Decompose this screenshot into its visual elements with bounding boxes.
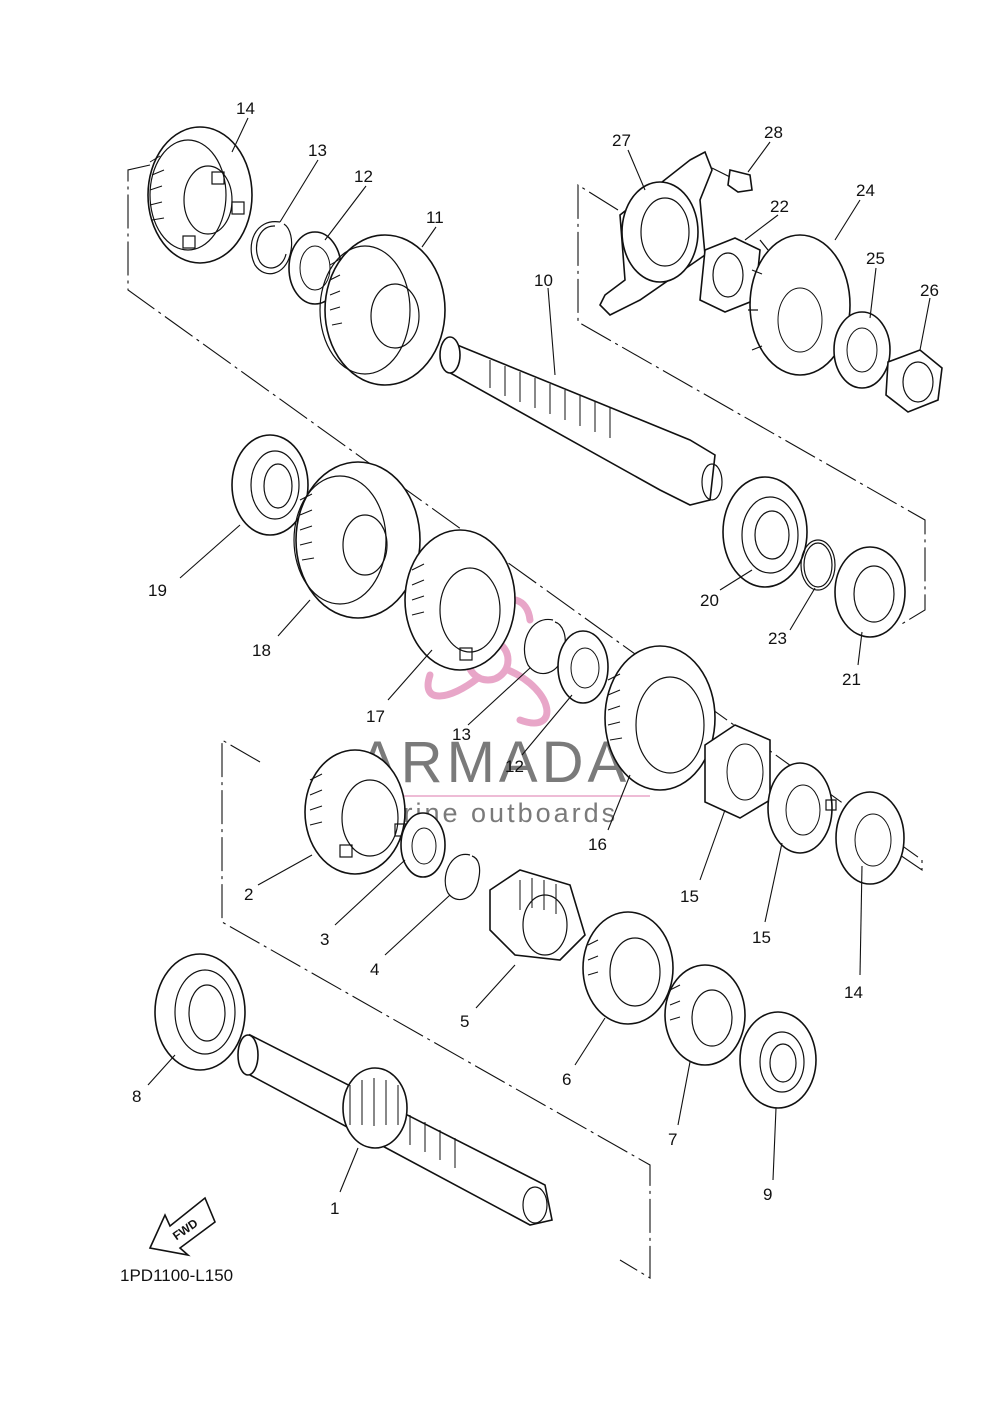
part-30-bolt bbox=[711, 167, 753, 193]
leader-lines bbox=[147, 117, 931, 1193]
callout-19: 17 bbox=[366, 707, 385, 726]
part-25-o-ring bbox=[800, 539, 836, 591]
callout-5: 5 bbox=[460, 1012, 469, 1031]
part-19-gear bbox=[404, 529, 516, 671]
callout-labels: 14 13 12 11 10 27 28 22 24 25 26 19 18 1… bbox=[132, 99, 939, 1218]
part-20-gear bbox=[293, 461, 421, 619]
part-2-gear bbox=[304, 749, 408, 875]
callout-4: 4 bbox=[370, 960, 379, 979]
callout-6: 6 bbox=[562, 1070, 571, 1089]
part-9-bearing bbox=[739, 1011, 817, 1109]
callout-24: 22 bbox=[770, 197, 789, 216]
callout-27: 25 bbox=[866, 249, 885, 268]
callout-12b: 12 bbox=[505, 757, 524, 776]
callout-16: 15 bbox=[752, 928, 771, 947]
part-23-oil-seal bbox=[834, 546, 906, 638]
callout-20: 18 bbox=[252, 641, 271, 660]
part-27-washer bbox=[833, 311, 891, 389]
callout-3: 3 bbox=[320, 930, 329, 949]
group-outlines bbox=[127, 164, 926, 1279]
part-14-gear bbox=[147, 126, 253, 264]
callout-21: 19 bbox=[148, 581, 167, 600]
callout-7: 7 bbox=[668, 1130, 677, 1149]
part-11-gear bbox=[319, 234, 446, 386]
callout-28: 26 bbox=[920, 281, 939, 300]
part-18-gear bbox=[604, 645, 716, 791]
part-6-gear bbox=[582, 911, 674, 1025]
callout-30: 28 bbox=[764, 123, 783, 142]
callout-26: 24 bbox=[856, 181, 875, 200]
part-16-lock-washer bbox=[767, 762, 837, 854]
diagram-code: 1PD1100-L150 bbox=[120, 1266, 233, 1285]
part-3-washer bbox=[400, 812, 446, 878]
callout-10: 10 bbox=[534, 271, 553, 290]
part-21-bearing bbox=[231, 434, 309, 536]
part-1-drive-shaft bbox=[237, 1033, 553, 1226]
part-4-circlip bbox=[444, 853, 481, 901]
callout-23: 21 bbox=[842, 670, 861, 689]
callout-12: 12 bbox=[354, 167, 373, 186]
part-28-nut bbox=[885, 349, 943, 413]
part-29-bearing-retainer-bracket bbox=[599, 150, 713, 316]
callout-29: 27 bbox=[612, 131, 631, 150]
callout-15: 14 bbox=[844, 983, 863, 1002]
part-10-main-shaft bbox=[439, 336, 723, 506]
callout-18: 16 bbox=[588, 835, 607, 854]
part-17-collar bbox=[704, 724, 771, 819]
part-26-plate bbox=[748, 234, 851, 376]
callout-9: 9 bbox=[763, 1185, 772, 1204]
part-7-gear bbox=[664, 964, 746, 1066]
forward-arrow-icon: FWD bbox=[148, 1196, 216, 1257]
watermark-brand: ARMADA bbox=[358, 730, 630, 795]
callout-1: 1 bbox=[330, 1199, 339, 1218]
part-13-circlip-2 bbox=[523, 618, 566, 675]
callout-11: 11 bbox=[426, 208, 444, 227]
part-8-bearing bbox=[154, 953, 246, 1071]
callout-13: 13 bbox=[308, 141, 327, 160]
part-12-washer-2 bbox=[557, 630, 609, 704]
callout-2: 2 bbox=[244, 885, 253, 904]
callout-14: 14 bbox=[236, 99, 255, 118]
callout-17: 15 bbox=[680, 887, 699, 906]
part-5-sliding-gear bbox=[489, 869, 586, 961]
callout-8: 8 bbox=[132, 1087, 141, 1106]
part-15-washer bbox=[835, 791, 905, 885]
part-13-circlip bbox=[250, 221, 293, 275]
callout-13b: 13 bbox=[452, 725, 471, 744]
callout-22: 20 bbox=[700, 591, 719, 610]
callout-25: 23 bbox=[768, 629, 787, 648]
part-22-bearing bbox=[722, 476, 808, 588]
